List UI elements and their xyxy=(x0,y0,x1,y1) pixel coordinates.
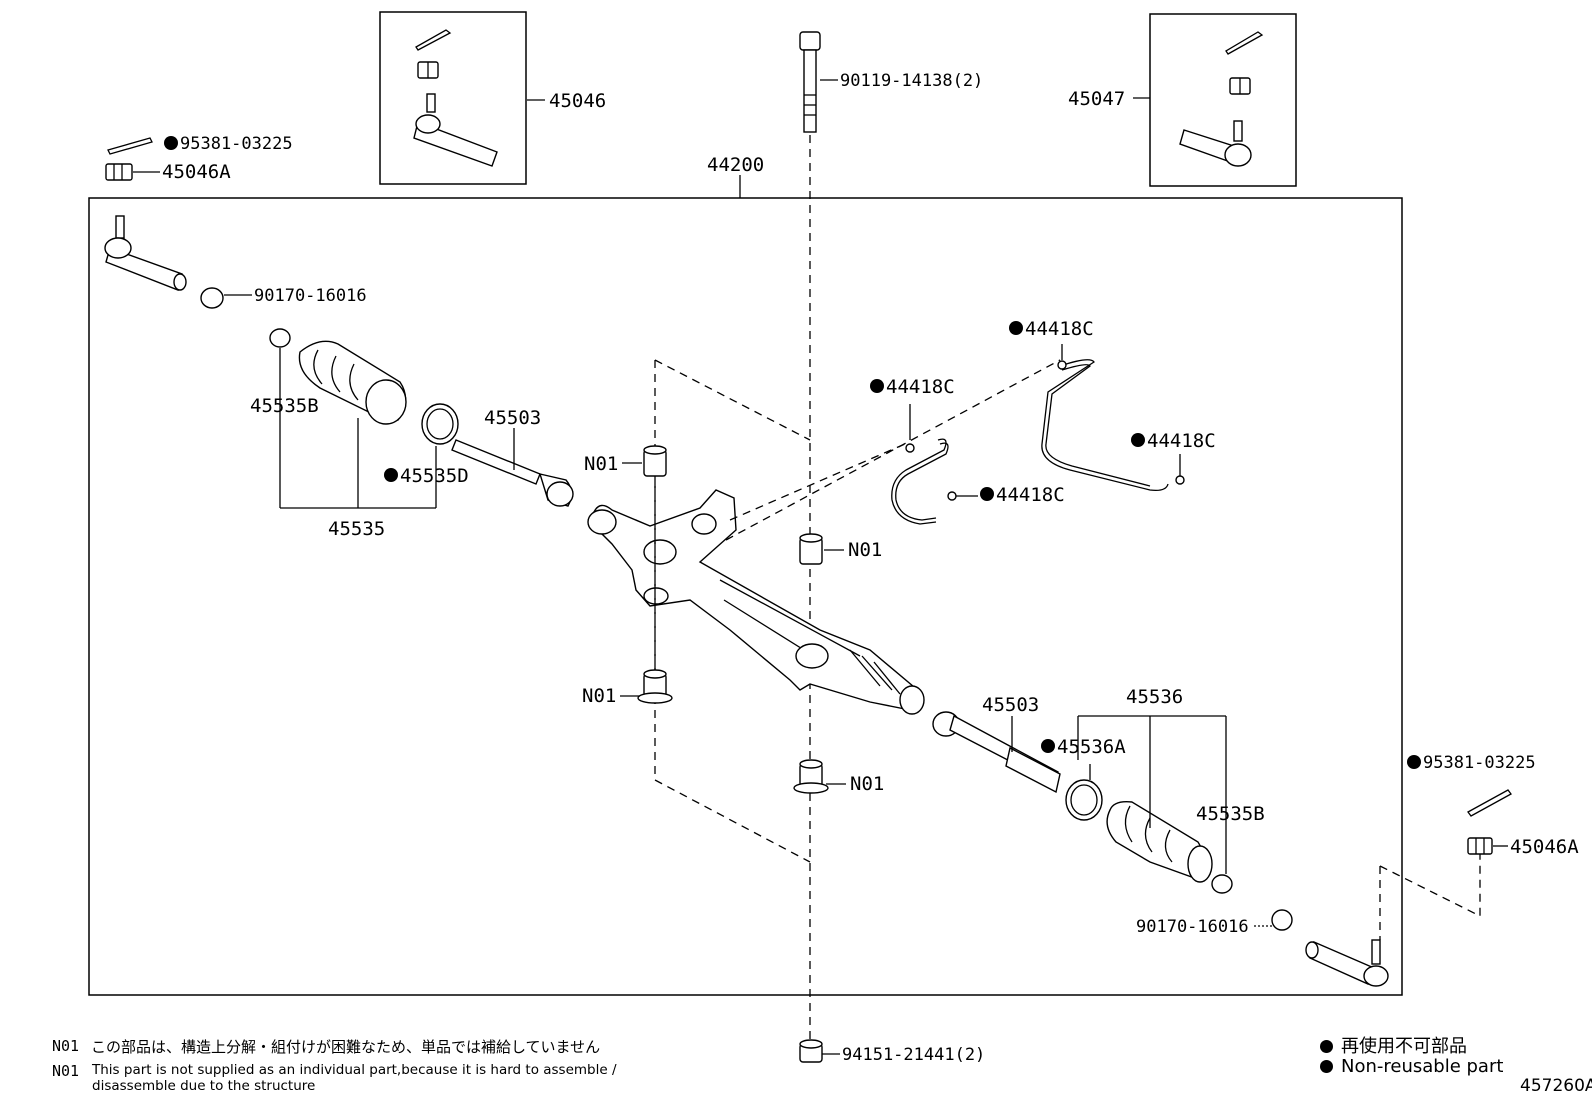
label-pin-left[interactable]: 95381-03225 xyxy=(180,134,293,154)
label-tube-d[interactable]: 44418C xyxy=(996,484,1065,506)
label-45046[interactable]: 45046 xyxy=(549,90,606,112)
label-tube-b[interactable]: 44418C xyxy=(1025,318,1094,340)
non-reusable-dot xyxy=(1041,739,1055,753)
bushing-icon xyxy=(793,759,829,794)
non-reusable-dot xyxy=(1131,433,1145,447)
cap-icon xyxy=(1271,909,1293,931)
label-rod-right[interactable]: 45503 xyxy=(982,694,1039,716)
steering-rack-housing xyxy=(587,489,925,715)
label-clamp-left[interactable]: 45535B xyxy=(250,395,319,417)
bushing-icon xyxy=(799,533,823,565)
label-tube-a[interactable]: 44418C xyxy=(886,376,955,398)
label-boot-left[interactable]: 45535 xyxy=(328,518,385,540)
non-reusable-dot xyxy=(164,136,178,150)
cap-icon xyxy=(200,287,224,309)
dust-boot-icon xyxy=(1106,800,1213,883)
label-cap-left[interactable]: 90170-16016 xyxy=(254,286,367,306)
label-rod-left[interactable]: 45503 xyxy=(484,407,541,429)
label-nut-right[interactable]: 45046A xyxy=(1510,836,1579,858)
label-boot-right[interactable]: 45536 xyxy=(1126,686,1183,708)
flange-nut-icon xyxy=(799,1039,823,1063)
nut-icon xyxy=(417,61,439,79)
tie-rod-icon xyxy=(451,439,574,507)
non-reusable-dot xyxy=(870,379,884,393)
nut-icon xyxy=(105,163,133,181)
tie-rod-end-icon xyxy=(1305,939,1389,987)
dust-boot-icon xyxy=(298,340,407,425)
note-en-line2: disassemble due to the structure xyxy=(92,1078,316,1094)
tie-rod-end-icon xyxy=(413,93,498,167)
label-pin-right[interactable]: 95381-03225 xyxy=(1423,753,1536,773)
cotter-pin-icon xyxy=(415,29,452,51)
tie-rod-end-icon xyxy=(1179,120,1252,167)
note-en-line1: This part is not supplied as an individu… xyxy=(92,1062,617,1078)
bolt-icon xyxy=(799,31,821,133)
assembly-frame xyxy=(88,197,1403,996)
clamp-icon xyxy=(1211,874,1233,894)
cotter-pin-icon xyxy=(1225,31,1264,55)
label-nut-bottom[interactable]: 94151-21441(2) xyxy=(842,1045,985,1065)
label-nut-left[interactable]: 45046A xyxy=(162,161,231,183)
label-44200[interactable]: 44200 xyxy=(707,154,764,176)
legend-en-text: Non-reusable part xyxy=(1341,1056,1504,1077)
clip-icon xyxy=(1065,779,1103,821)
cotter-pin-icon xyxy=(107,137,153,155)
tie-rod-icon xyxy=(932,711,1061,794)
label-tube-c[interactable]: 44418C xyxy=(1147,430,1216,452)
non-reusable-dot xyxy=(384,468,398,482)
bushing-icon xyxy=(637,669,673,704)
tie-rod-end-icon xyxy=(104,215,187,291)
legend-jp: 再使用不可部品 xyxy=(1320,1032,1467,1058)
clamp-icon xyxy=(269,328,291,348)
label-bolt-top[interactable]: 90119-14138(2) xyxy=(840,71,983,91)
label-n01-d[interactable]: N01 xyxy=(850,773,884,795)
legend-jp-text: 再使用不可部品 xyxy=(1341,1036,1467,1057)
non-reusable-dot xyxy=(1407,755,1421,769)
cotter-pin-icon xyxy=(1467,789,1512,817)
clip-icon xyxy=(421,403,459,445)
label-clip-left[interactable]: 45535D xyxy=(400,465,469,487)
nut-icon xyxy=(1229,77,1251,95)
fluid-tube-icon xyxy=(891,438,957,525)
label-clamp-right[interactable]: 45535B xyxy=(1196,803,1265,825)
non-reusable-dot xyxy=(980,487,994,501)
note-code-en: N01 xyxy=(52,1062,80,1080)
diagram-id: 457260A xyxy=(1520,1076,1592,1096)
label-cap-right[interactable]: 90170-16016 xyxy=(1136,917,1249,937)
label-45047[interactable]: 45047 xyxy=(1068,88,1125,110)
label-n01-b[interactable]: N01 xyxy=(848,539,882,561)
nut-icon xyxy=(1467,837,1493,855)
note-jp: この部品は、構造上分解・組付けが困難なため、単品では補給していません xyxy=(91,1038,601,1056)
inset-45046 xyxy=(379,11,527,185)
bushing-icon xyxy=(643,445,667,477)
inset-45047 xyxy=(1149,13,1297,187)
label-n01-a[interactable]: N01 xyxy=(584,453,618,475)
non-reusable-dot xyxy=(1320,1060,1333,1073)
legend-en: Non-reusable part xyxy=(1320,1056,1503,1077)
label-clip-right[interactable]: 45536A xyxy=(1057,736,1126,758)
non-reusable-dot xyxy=(1320,1040,1333,1053)
label-n01-c[interactable]: N01 xyxy=(582,685,616,707)
non-reusable-dot xyxy=(1009,321,1023,335)
fluid-tube-icon xyxy=(1041,359,1185,492)
note-code-jp: N01 xyxy=(52,1037,80,1055)
